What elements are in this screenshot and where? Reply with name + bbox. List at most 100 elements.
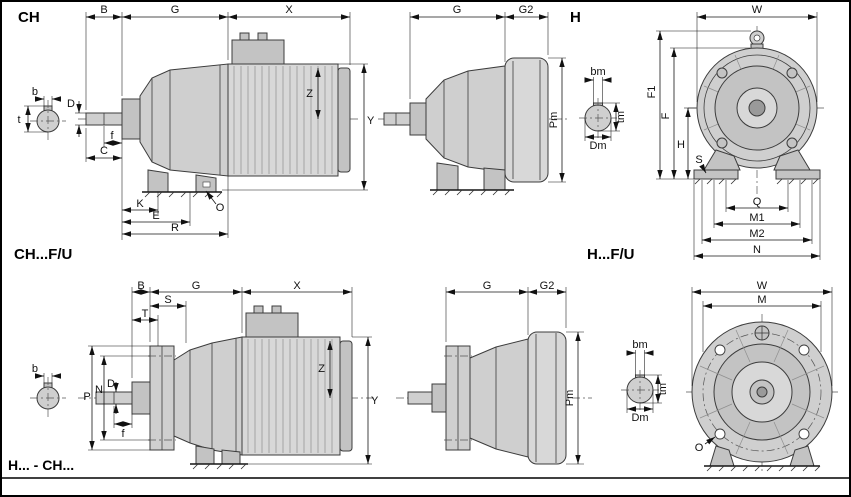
dim-label-H: H bbox=[677, 139, 685, 151]
section-title-ch: CH bbox=[18, 9, 40, 26]
dim-label-tm: tm bbox=[615, 111, 627, 123]
dim-label-t: t bbox=[17, 114, 20, 126]
dim-label-T: T bbox=[142, 308, 149, 320]
dim-label-Dm: Dm bbox=[589, 140, 606, 152]
dim-label-F: F bbox=[660, 112, 672, 119]
dim-label-M1: M1 bbox=[749, 212, 764, 224]
chfu-rear-top-dimensions: G G2 bbox=[445, 280, 567, 342]
input-shaft bbox=[383, 112, 411, 126]
shaft-hub bbox=[431, 383, 447, 413]
dim-label-B: B bbox=[100, 4, 107, 16]
dim-label-Pm: Pm bbox=[548, 112, 560, 129]
chfu-top-dimensions: B G X S T bbox=[131, 280, 353, 378]
fan-cover bbox=[339, 340, 353, 452]
motor-end bbox=[527, 331, 567, 465]
dim-label-W: W bbox=[757, 280, 768, 292]
gear-housing bbox=[469, 338, 529, 458]
dim-label-N: N bbox=[753, 244, 761, 256]
dim-label-D: D bbox=[67, 98, 75, 110]
dim-label-Pm: Pm bbox=[564, 390, 576, 407]
dim-label-G2: G2 bbox=[519, 4, 534, 16]
ch-rear-view-drawing: G G2 Pm bbox=[378, 4, 570, 196]
dim-label-O: O bbox=[216, 202, 225, 214]
terminal-box bbox=[245, 312, 299, 338]
lifting-eyebolt bbox=[754, 325, 770, 341]
gear-housing bbox=[425, 65, 506, 173]
motor-end bbox=[504, 57, 549, 183]
chfu-shaft-key-section: b bbox=[30, 363, 66, 419]
ch-side-view-drawing: B G X D f C K E R O bbox=[17, 4, 375, 240]
dim-label-M: M bbox=[757, 294, 766, 306]
cable-gland bbox=[253, 305, 264, 314]
terminal-box bbox=[231, 39, 285, 65]
h-shaft-key-detail: bm tm Dm bbox=[579, 66, 627, 152]
chfu-side-view-drawing: b bbox=[30, 280, 379, 470]
section-title-h: H bbox=[570, 9, 581, 26]
dim-label-C: C bbox=[100, 145, 108, 157]
dim-label-tm: tm bbox=[657, 383, 669, 395]
shaft-hub bbox=[409, 102, 427, 136]
dim-label-O: O bbox=[695, 442, 704, 454]
hfu-top-dimensions: W M bbox=[691, 280, 833, 386]
ch-shaft-key-section bbox=[24, 96, 66, 142]
shaft-end bbox=[756, 386, 768, 398]
dim-label-Y: Y bbox=[367, 115, 375, 127]
dim-label-X: X bbox=[293, 280, 301, 292]
flange-bolt-hole bbox=[714, 428, 726, 440]
mounting-feet bbox=[693, 149, 821, 185]
dim-label-G2: G2 bbox=[540, 280, 555, 292]
flange-bolt-hole bbox=[714, 344, 726, 356]
dim-label-M2: M2 bbox=[749, 228, 764, 240]
dim-label-Z: Z bbox=[318, 363, 325, 375]
dim-label-G: G bbox=[483, 280, 492, 292]
section-title-h-fu: H...F/U bbox=[587, 246, 635, 263]
motor-body bbox=[227, 32, 351, 177]
shaft-hub bbox=[121, 98, 141, 140]
dim-label-S: S bbox=[164, 294, 171, 306]
footer-series-label: H... - CH... bbox=[8, 457, 74, 473]
mounting-feet bbox=[430, 162, 514, 196]
gear-housing bbox=[139, 63, 229, 177]
flange-bolt-hole bbox=[798, 428, 810, 440]
cable-gland bbox=[239, 32, 250, 41]
dim-label-Dm: Dm bbox=[631, 412, 648, 424]
dim-label-E: E bbox=[152, 210, 159, 222]
ch-bottom-dimensions: K E R O bbox=[122, 176, 229, 238]
dim-label-b: b bbox=[32, 363, 38, 375]
dim-label-P: P bbox=[83, 391, 90, 403]
mounting-feet bbox=[190, 445, 248, 470]
dim-label-f: f bbox=[110, 130, 114, 142]
dim-label-F1: F1 bbox=[646, 86, 658, 99]
dim-label-bm: bm bbox=[590, 66, 605, 78]
hfu-front-view-drawing: W M O bbox=[686, 280, 838, 472]
bolt-boss bbox=[786, 67, 798, 79]
dim-label-G: G bbox=[192, 280, 201, 292]
dim-label-bm: bm bbox=[632, 339, 647, 351]
hfu-shaft-key-detail: bm tm Dm bbox=[621, 339, 669, 424]
dim-label-R: R bbox=[171, 222, 179, 234]
ch-rear-top-dimensions: G G2 bbox=[409, 4, 549, 99]
h-bottom-dimensions: Q M1 M2 N bbox=[693, 180, 821, 260]
mounting-feet bbox=[142, 169, 223, 198]
bolt-boss bbox=[716, 137, 728, 149]
shaft-end bbox=[748, 99, 766, 117]
ch-top-dimensions: B G X bbox=[85, 4, 351, 110]
dim-label-W: W bbox=[752, 4, 763, 16]
dim-label-Y: Y bbox=[371, 395, 379, 407]
chfu-rear-view-drawing: G G2 Pm bbox=[396, 280, 592, 465]
dim-label-Z: Z bbox=[306, 88, 313, 100]
dim-label-S: S bbox=[695, 154, 702, 166]
dim-label-G: G bbox=[171, 4, 180, 16]
dim-label-b: b bbox=[32, 86, 38, 98]
dim-label-G: G bbox=[453, 4, 462, 16]
h-front-view-drawing: W F1 F H S Q M1 M2 N bbox=[646, 4, 826, 260]
dim-label-f: f bbox=[121, 428, 125, 440]
dim-label-D: D bbox=[107, 378, 115, 390]
bolt-boss bbox=[786, 137, 798, 149]
cable-gland bbox=[257, 32, 268, 41]
dim-label-B: B bbox=[137, 280, 144, 292]
flange-bolt-hole bbox=[798, 344, 810, 356]
dim-label-K: K bbox=[136, 198, 144, 210]
cable-gland bbox=[271, 305, 282, 314]
bolt-boss bbox=[716, 67, 728, 79]
